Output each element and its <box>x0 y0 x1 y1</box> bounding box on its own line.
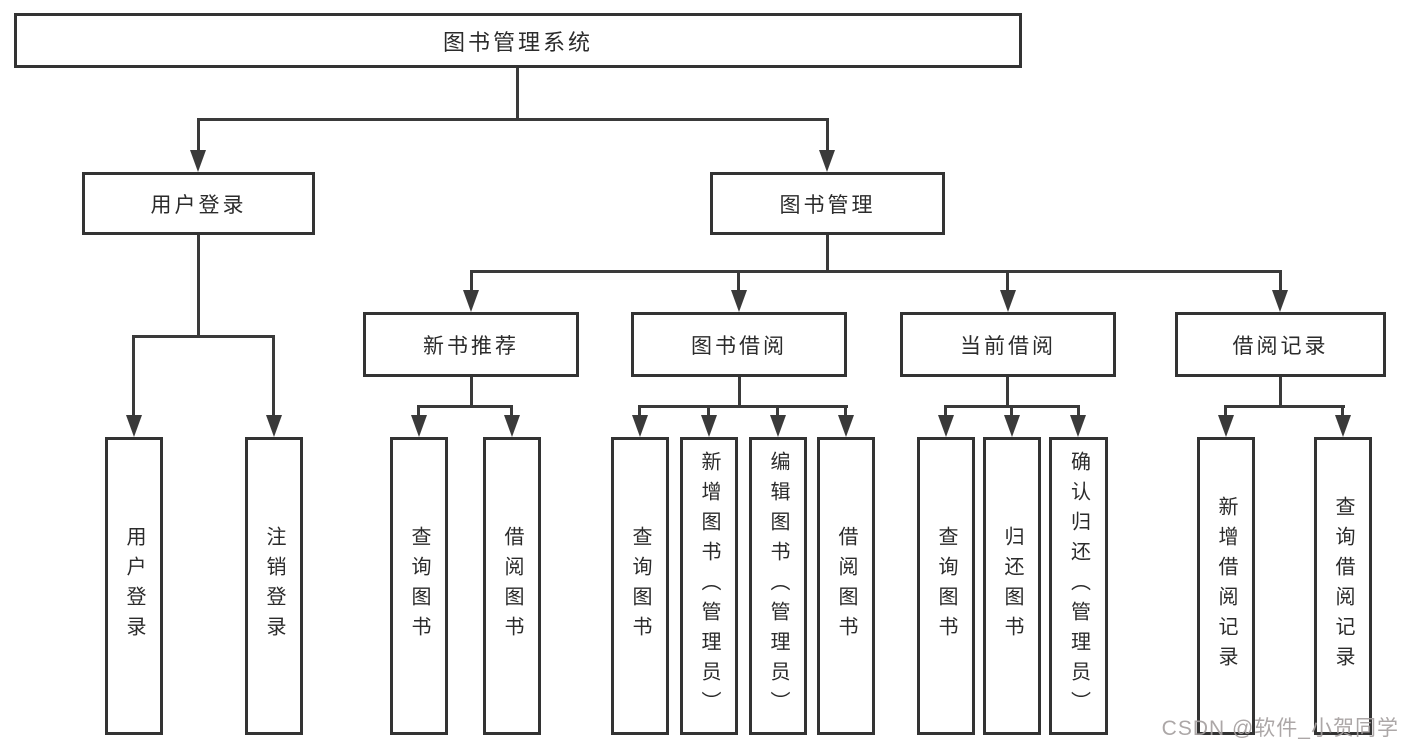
node-label: 归还图书 <box>1001 526 1023 646</box>
node-label: 查询图书 <box>629 526 651 646</box>
connector-line <box>1077 405 1080 417</box>
arrowhead <box>1000 290 1016 312</box>
node-library-management-system: 图书管理系统 <box>14 13 1022 68</box>
arrowhead <box>770 415 786 437</box>
arrowhead <box>1335 415 1351 437</box>
leaf-edit-books-admin: 编辑图书（管理员） <box>749 437 807 735</box>
arrowhead <box>1070 415 1086 437</box>
node-borrowing-records: 借阅记录 <box>1175 312 1386 377</box>
connector-line <box>1006 377 1009 407</box>
connector-line <box>132 335 275 338</box>
connector-line <box>132 335 135 417</box>
node-label: 当前借阅 <box>960 334 1056 358</box>
node-label: 新书推荐 <box>423 334 519 358</box>
node-book-management: 图书管理 <box>710 172 945 235</box>
connector-line <box>738 377 741 407</box>
connector-line <box>417 405 420 417</box>
arrowhead <box>463 290 479 312</box>
leaf-query-books-recommend: 查询图书 <box>390 437 448 735</box>
leaf-return-books: 归还图书 <box>983 437 1041 735</box>
arrowhead <box>504 415 520 437</box>
arrowhead <box>632 415 648 437</box>
arrowhead <box>1004 415 1020 437</box>
leaf-query-books-current: 查询图书 <box>917 437 975 735</box>
node-label: 查询借阅记录 <box>1332 496 1354 676</box>
connector-line <box>470 270 473 292</box>
connector-line <box>707 405 710 417</box>
node-label: 注销登录 <box>263 526 285 646</box>
connector-line <box>776 405 779 417</box>
arrowhead <box>126 415 142 437</box>
arrowhead <box>701 415 717 437</box>
connector-line <box>1279 270 1282 292</box>
node-label: 编辑图书（管理员） <box>767 451 789 721</box>
node-label: 用户登录 <box>123 526 145 646</box>
arrowhead <box>266 415 282 437</box>
connector-line <box>1010 405 1013 417</box>
node-current-borrowing: 当前借阅 <box>900 312 1116 377</box>
node-label: 图书管理 <box>779 193 876 217</box>
leaf-query-books-borrow: 查询图书 <box>611 437 669 735</box>
connector-line <box>826 235 829 273</box>
connector-line <box>272 335 275 417</box>
csdn-watermark: CSDN @软件_小贺同学 <box>1161 717 1399 740</box>
leaf-add-borrow-record: 新增借阅记录 <box>1197 437 1255 735</box>
node-label: 图书管理系统 <box>442 29 593 55</box>
connector-line <box>737 270 740 292</box>
connector-line <box>470 270 1281 273</box>
leaf-confirm-return-admin: 确认归还（管理员） <box>1049 437 1108 735</box>
arrowhead <box>1218 415 1234 437</box>
node-label: 图书借阅 <box>691 334 787 358</box>
connector-line <box>826 118 829 152</box>
connector-line <box>638 405 848 408</box>
connector-line <box>510 405 513 417</box>
leaf-add-books-admin: 新增图书（管理员） <box>680 437 738 735</box>
connector-line <box>944 405 947 417</box>
node-label: 新增借阅记录 <box>1215 496 1237 676</box>
arrowhead <box>190 150 206 172</box>
connector-line <box>638 405 641 417</box>
leaf-query-borrow-record: 查询借阅记录 <box>1314 437 1372 735</box>
connector-line <box>1279 377 1282 407</box>
node-label: 用户登录 <box>150 193 247 217</box>
node-label: 借阅图书 <box>501 526 523 646</box>
leaf-user-login: 用户登录 <box>105 437 163 735</box>
arrowhead <box>1272 290 1288 312</box>
node-label: 查询图书 <box>408 526 430 646</box>
connector-line <box>1224 405 1227 417</box>
connector-line <box>1224 405 1345 408</box>
node-label: 新增图书（管理员） <box>698 451 720 721</box>
arrowhead <box>938 415 954 437</box>
connector-line <box>197 118 200 152</box>
node-label: 查询图书 <box>935 526 957 646</box>
connector-line <box>417 405 513 408</box>
arrowhead <box>411 415 427 437</box>
node-label: 借阅图书 <box>835 526 857 646</box>
leaf-borrow-books: 借阅图书 <box>817 437 875 735</box>
leaf-borrow-books-recommend: 借阅图书 <box>483 437 541 735</box>
connector-line <box>516 68 519 121</box>
connector-line <box>470 377 473 407</box>
arrowhead <box>838 415 854 437</box>
connector-line <box>1006 270 1009 292</box>
arrowhead <box>731 290 747 312</box>
node-book-borrowing: 图书借阅 <box>631 312 847 377</box>
node-label: 确认归还（管理员） <box>1067 451 1090 721</box>
node-user-login: 用户登录 <box>82 172 315 235</box>
connector-line <box>197 118 829 121</box>
connector-line <box>844 405 847 417</box>
connector-line <box>197 235 200 336</box>
arrowhead <box>819 150 835 172</box>
leaf-logout: 注销登录 <box>245 437 303 735</box>
connector-line <box>1341 405 1344 417</box>
node-new-book-recommendation: 新书推荐 <box>363 312 579 377</box>
node-label: 借阅记录 <box>1232 334 1329 358</box>
